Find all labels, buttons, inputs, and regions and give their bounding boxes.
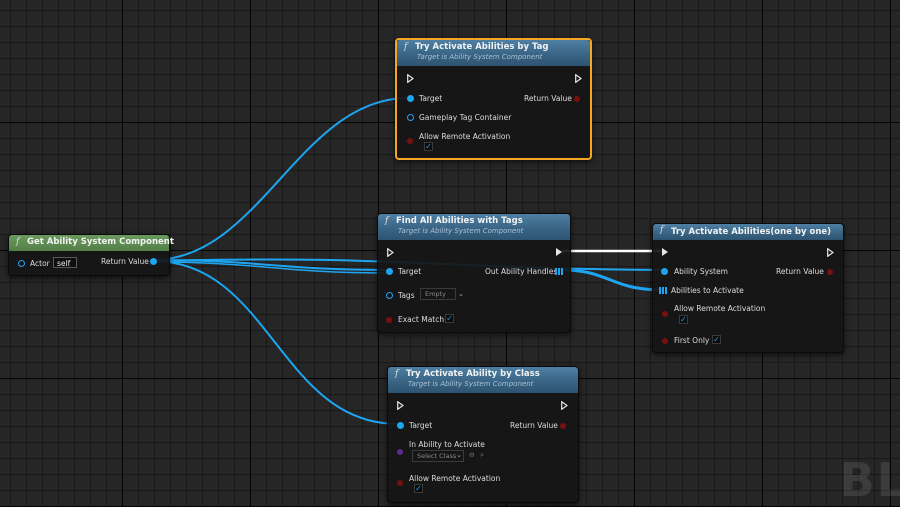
function-icon: f [395,369,399,379]
actor-pin[interactable] [18,260,25,267]
node-header: f Get Ability System Component [9,235,174,251]
return-value-pin[interactable] [574,96,580,102]
exec-in-pin[interactable] [662,248,668,256]
exec-out-icon[interactable] [827,248,834,257]
wire-handles-to-abilities [561,268,664,292]
return-value-pin[interactable] [827,269,833,275]
function-icon: f [660,225,664,235]
node-title: Try Activate Abilities by Tag [415,42,549,52]
target-label: Target [419,94,443,103]
search-icon[interactable]: ⌕ [480,451,484,459]
clear-icon[interactable]: ⊖ [469,451,475,459]
actor-label: Actor [30,259,50,268]
node-try-activate-abilities-one-by-one[interactable]: f Try Activate Abilities(one by one) Abi… [652,223,844,353]
exact-match-checkbox[interactable]: ✓ [445,314,454,323]
exec-in-icon[interactable] [387,248,394,257]
chevron-down-icon[interactable]: ⌄ [458,290,464,298]
exec-out-pin[interactable] [556,248,562,256]
allow-remote-activation-checkbox[interactable]: ✓ [414,484,423,493]
target-label: Target [398,267,422,276]
exec-out-icon[interactable] [561,401,568,410]
array-grid-icon[interactable] [659,287,667,294]
array-grid-icon[interactable] [555,268,563,275]
exact-match-pin[interactable] [386,317,392,323]
actor-input[interactable]: self [53,257,77,268]
tags-pin[interactable] [386,292,393,299]
allow-remote-activation-checkbox[interactable]: ✓ [679,315,688,324]
first-only-pin[interactable] [662,338,668,344]
node-title: Try Activate Ability by Class [406,369,540,379]
in-ability-to-activate-label: In Ability to Activate [409,440,485,449]
watermark: BL [839,453,900,507]
node-header: f Try Activate Abilities(one by one) [653,224,843,240]
return-value-label: Return Value [776,267,824,276]
target-pin[interactable] [407,95,414,102]
node-title: Find All Abilities with Tags [396,216,523,226]
allow-remote-activation-label: Allow Remote Activation [409,474,501,483]
function-icon: f [385,216,389,226]
exec-in-icon[interactable] [397,401,404,410]
node-subtitle: Target is Ability System Component [398,227,524,235]
abilities-to-activate-label: Abilities to Activate [671,286,744,295]
exec-in-icon [407,74,414,83]
target-label: Target [409,421,433,430]
return-value-pin[interactable] [560,423,566,429]
exec-out-icon[interactable] [575,74,582,83]
allow-remote-activation-label: Allow Remote Activation [419,132,511,141]
select-class-dropdown[interactable]: Select Class [412,450,464,462]
node-get-ability-system-component[interactable]: f Get Ability System Component Actor sel… [8,234,174,276]
node-subtitle: Target is Ability System Component [408,380,534,388]
node-header: f Find All Abilities with Tags Target is… [378,214,570,240]
exact-match-label: Exact Match [398,315,445,324]
tags-label: Tags [398,291,415,300]
wire-asc-to-find-all-b [152,261,389,274]
tags-dropdown[interactable]: Empty [420,288,456,300]
return-value-pin[interactable] [150,258,157,265]
node-header: f Try Activate Ability by Class Target i… [388,367,578,393]
node-subtitle: Target is Ability System Component [417,53,543,61]
target-pin[interactable] [397,422,404,429]
target-pin[interactable] [386,268,393,275]
first-only-checkbox[interactable]: ✓ [712,335,721,344]
node-try-activate-ability-by-class[interactable]: f Try Activate Ability by Class Target i… [387,366,579,503]
allow-remote-activation-checkbox[interactable]: ✓ [424,142,433,151]
function-icon: f [404,42,408,52]
return-value-label: Return Value [524,94,572,103]
node-title: Try Activate Abilities(one by one) [671,227,832,237]
ability-system-label: Ability System [674,267,728,276]
node-header: f Try Activate Abilities by Tag Target i… [397,40,590,66]
in-ability-to-activate-pin[interactable] [397,449,403,455]
ability-system-pin[interactable] [661,268,668,275]
wire-asc-to-try-by-tag [152,97,409,261]
chevron-down-icon[interactable]: ⌄ [456,451,462,459]
allow-remote-activation-pin[interactable] [662,311,668,317]
return-value-label: Return Value [101,257,149,266]
node-find-all-abilities-with-tags[interactable]: f Find All Abilities with Tags Target is… [377,213,571,333]
out-ability-handles-label: Out Ability Handles [485,267,558,276]
allow-remote-activation-pin[interactable] [397,480,403,486]
allow-remote-activation-label: Allow Remote Activation [674,304,766,313]
wire-asc-to-find-all [152,259,389,271]
allow-remote-activation-pin[interactable] [407,138,413,144]
node-title: Get Ability System Component [27,237,174,247]
first-only-label: First Only [674,336,710,345]
function-icon: f [16,237,20,247]
gameplay-tag-container-label: Gameplay Tag Container [419,113,512,122]
return-value-label: Return Value [510,421,558,430]
node-try-activate-abilities-by-tag[interactable]: f Try Activate Abilities by Tag Target i… [395,38,592,160]
wire-asc-to-try-by-class [152,260,399,425]
gameplay-tag-container-pin[interactable] [407,114,414,121]
